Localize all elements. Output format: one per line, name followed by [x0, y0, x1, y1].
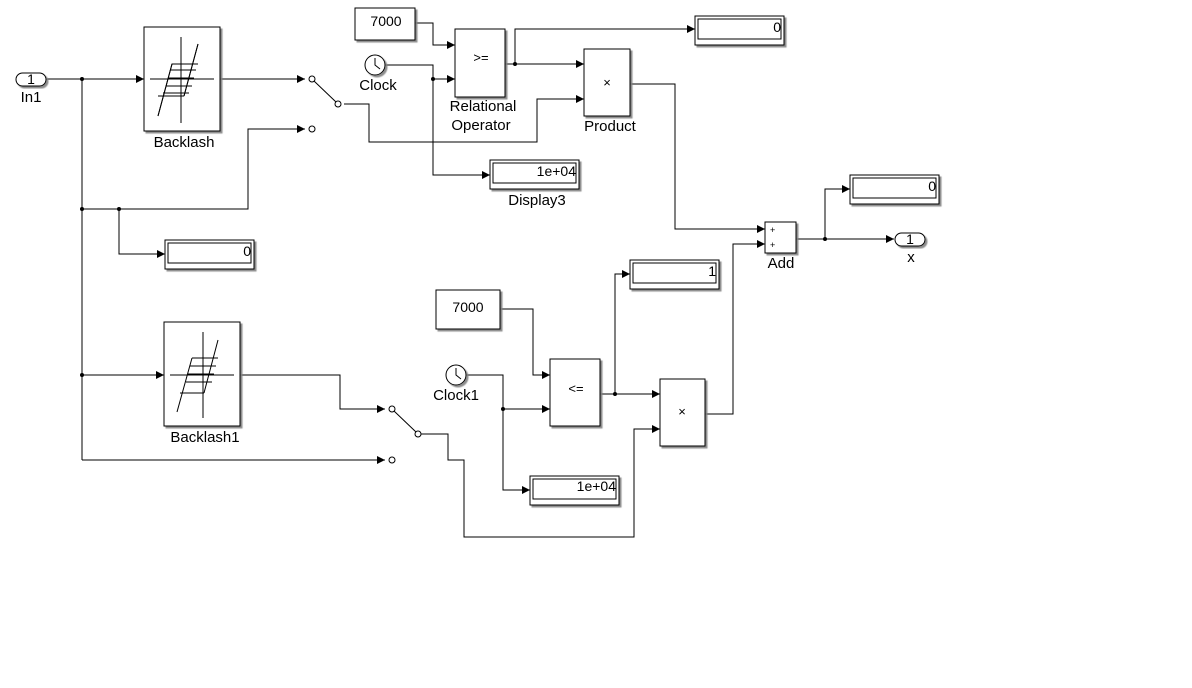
inport-number: 1: [27, 71, 35, 87]
add-label: Add: [768, 255, 795, 272]
display-clock1[interactable]: 1e+04: [529, 475, 620, 506]
wire-switch-product[interactable]: [344, 95, 584, 143]
outport-x[interactable]: 1 x: [894, 231, 926, 266]
display-input[interactable]: 0: [164, 239, 255, 270]
display-clock1-value: 1e+04: [577, 478, 617, 494]
add-sign-1: +: [770, 225, 775, 235]
clock1-block[interactable]: Clock1: [433, 364, 479, 404]
switch-contact: [414, 430, 422, 438]
junction-dots: [80, 62, 827, 411]
switch-lever: [313, 80, 337, 103]
switch-contact: [308, 75, 316, 83]
junction-dot: [80, 77, 84, 81]
backlash-label: Backlash: [154, 134, 215, 151]
wire-trunk-switch-lower[interactable]: [82, 125, 305, 210]
display-relop2-value: 1: [708, 263, 716, 279]
switch-contact: [388, 456, 396, 464]
wire-clock-display3[interactable]: [432, 79, 490, 179]
wire-const-relop[interactable]: [415, 22, 455, 49]
wire-backlash1-switch2[interactable]: [240, 374, 385, 413]
constant-bottom-value: 7000: [452, 299, 483, 315]
manual-switch-bottom[interactable]: [388, 405, 422, 464]
junction-dot: [117, 207, 121, 211]
wire-relop2-display[interactable]: [614, 270, 630, 394]
relational-operator-bottom[interactable]: <=: [549, 358, 601, 427]
add-block[interactable]: + + Add: [764, 221, 797, 272]
clock-block[interactable]: Clock: [359, 54, 397, 94]
wire-relop-display[interactable]: [505, 25, 695, 65]
wire-clock-relop[interactable]: [385, 64, 455, 83]
clock-label: Clock: [359, 77, 397, 94]
backlash1-label: Backlash1: [170, 429, 239, 446]
wire-const2-relop2[interactable]: [500, 308, 550, 379]
clock-icon: [374, 58, 381, 70]
display3-label: Display3: [508, 192, 566, 209]
relop-bottom-symbol: <=: [568, 381, 583, 396]
junction-dot: [80, 373, 84, 377]
backlash-icon: [150, 37, 214, 123]
relop-top-symbol: >=: [473, 50, 488, 65]
outport-number: 1: [906, 231, 914, 247]
display-add-value: 0: [928, 178, 936, 194]
clock1-icon: [455, 368, 462, 380]
junction-dot: [613, 392, 617, 396]
backlash-block[interactable]: Backlash: [143, 26, 221, 151]
product-block[interactable]: × Product: [583, 48, 637, 135]
outport-label: x: [907, 249, 915, 266]
backlash1-block[interactable]: Backlash1: [163, 321, 241, 446]
product-label: Product: [584, 118, 637, 135]
wire-trunk-display[interactable]: [118, 209, 165, 258]
product-bottom-block[interactable]: ×: [659, 378, 706, 447]
wire-product-add[interactable]: [630, 83, 765, 233]
junction-dot: [501, 407, 505, 411]
wire-product2-add[interactable]: [705, 240, 765, 415]
wire-add-display[interactable]: [824, 185, 850, 239]
switch-contact: [308, 125, 316, 133]
clock1-label: Clock1: [433, 387, 479, 404]
display-relop-value: 0: [773, 19, 781, 35]
junction-dot: [513, 62, 517, 66]
manual-switch-top[interactable]: [308, 75, 342, 133]
wire-clock1-relop2[interactable]: [466, 374, 550, 413]
signal-lines: [46, 22, 894, 538]
display3[interactable]: 1e+04 Display3: [489, 159, 580, 209]
constant-bottom[interactable]: 7000: [435, 289, 501, 330]
junction-dot: [431, 77, 435, 81]
backlash1-icon: [170, 332, 234, 418]
wire-clock1-display[interactable]: [502, 409, 530, 494]
constant-top[interactable]: 7000: [354, 7, 416, 41]
add-sign-2: +: [770, 240, 775, 250]
display-relop2[interactable]: 1: [629, 259, 720, 290]
switch-contact: [334, 100, 342, 108]
switch-lever: [393, 410, 417, 433]
inport-label: In1: [21, 89, 42, 106]
display-relop[interactable]: 0: [694, 15, 785, 46]
junction-dot: [823, 237, 827, 241]
display-add[interactable]: 0: [849, 174, 940, 205]
inport-in1[interactable]: 1 In1: [15, 71, 47, 106]
display3-value: 1e+04: [537, 163, 577, 179]
constant-top-value: 7000: [370, 13, 401, 29]
display-input-value: 0: [243, 243, 251, 259]
junction-dot: [80, 207, 84, 211]
product-symbol: ×: [603, 75, 611, 90]
product-bottom-symbol: ×: [678, 404, 686, 419]
switch-contact: [388, 405, 396, 413]
wire-switch2-product2[interactable]: [420, 425, 660, 538]
